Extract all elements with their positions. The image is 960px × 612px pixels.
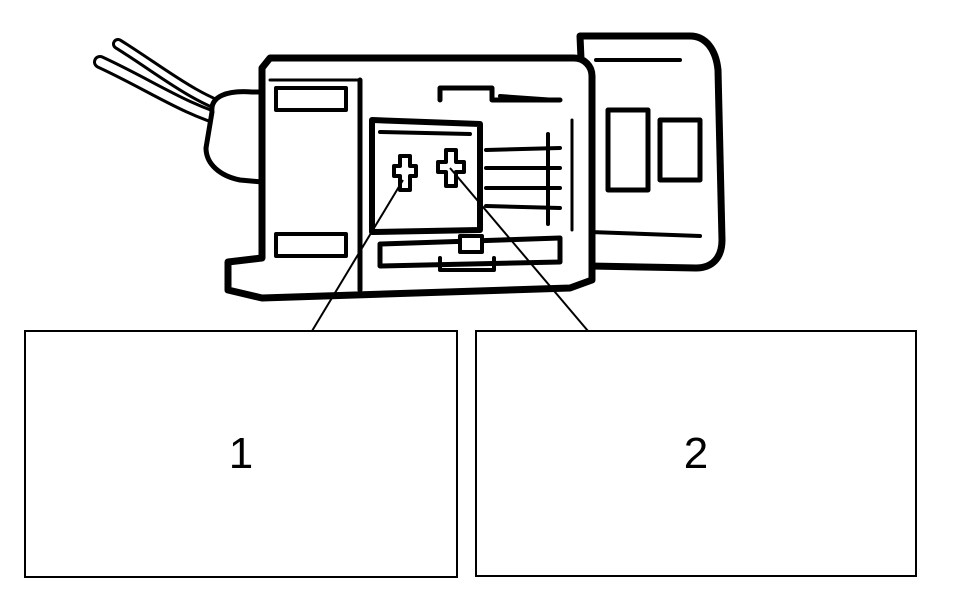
locking-tab [576, 32, 726, 272]
callout-label-2: 2 [683, 428, 709, 478]
electrical-connector-icon [93, 32, 726, 302]
wire-boot [203, 89, 265, 185]
callout-box-1: 1 [24, 330, 458, 578]
callout-box-2: 2 [475, 330, 917, 577]
connector-body [224, 54, 596, 302]
leader-line-1 [311, 179, 404, 332]
leader-line-2 [449, 167, 589, 332]
callout-label-1: 1 [228, 429, 254, 478]
